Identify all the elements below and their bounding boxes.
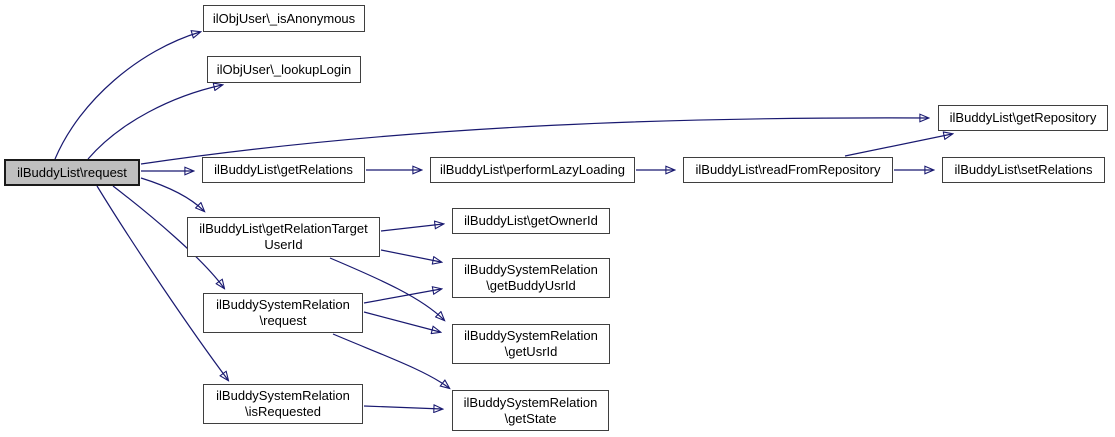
node-ilbuddysystemrelation-getusrid[interactable]: ilBuddySystemRelation \getUsrId: [452, 324, 610, 364]
edge-relationrequest-to-getusrid: [363, 311, 440, 332]
node-ilobjuser-isanonymous[interactable]: ilObjUser\_isAnonymous: [203, 5, 365, 32]
node-ilbuddylist-readfromrepository[interactable]: ilBuddyList\readFromRepository: [683, 157, 893, 183]
edge-readfromrepository-to-getrepository: [844, 134, 952, 157]
node-ilbuddylist-getrepository[interactable]: ilBuddyList\getRepository: [938, 105, 1108, 131]
edge-request-to-isrequested: [96, 185, 228, 380]
node-ilbuddylist-request: ilBuddyList\request: [4, 159, 140, 186]
node-ilobjuser-lookuplogin[interactable]: ilObjUser\_lookupLogin: [207, 56, 361, 83]
node-ilbuddylist-getrelationtargetuserid[interactable]: ilBuddyList\getRelationTarget UserId: [187, 217, 380, 257]
edge-relationrequest-to-getstate: [332, 333, 449, 388]
edge-relationrequest-to-getbuddyusrid: [363, 289, 441, 304]
edge-getrelationtargetuserid-to-getownerid: [380, 224, 443, 232]
node-ilbuddysystemrelation-getstate[interactable]: ilBuddySystemRelation \getState: [452, 390, 609, 431]
node-ilbuddylist-performlazyloading[interactable]: ilBuddyList\performLazyLoading: [430, 157, 635, 183]
edge-request-to-lookuplogin: [87, 85, 222, 160]
edge-request-to-isanonymous: [54, 32, 200, 160]
node-ilbuddysystemrelation-isrequested[interactable]: ilBuddySystemRelation \isRequested: [203, 384, 363, 424]
node-ilbuddysystemrelation-request[interactable]: ilBuddySystemRelation \request: [203, 293, 363, 333]
node-ilbuddylist-getrelations[interactable]: ilBuddyList\getRelations: [202, 157, 365, 183]
node-ilbuddylist-getownerid[interactable]: ilBuddyList\getOwnerId: [452, 208, 610, 234]
edge-isrequested-to-getstate: [363, 406, 442, 409]
node-ilbuddylist-setrelations[interactable]: ilBuddyList\setRelations: [942, 157, 1105, 183]
edge-getrelationtargetuserid-to-getbuddyusrid: [380, 249, 441, 262]
edge-request-to-getrelationtargetuserid: [140, 177, 204, 211]
node-ilbuddysystemrelation-getbuddyusrid[interactable]: ilBuddySystemRelation \getBuddyUsrId: [452, 258, 610, 298]
